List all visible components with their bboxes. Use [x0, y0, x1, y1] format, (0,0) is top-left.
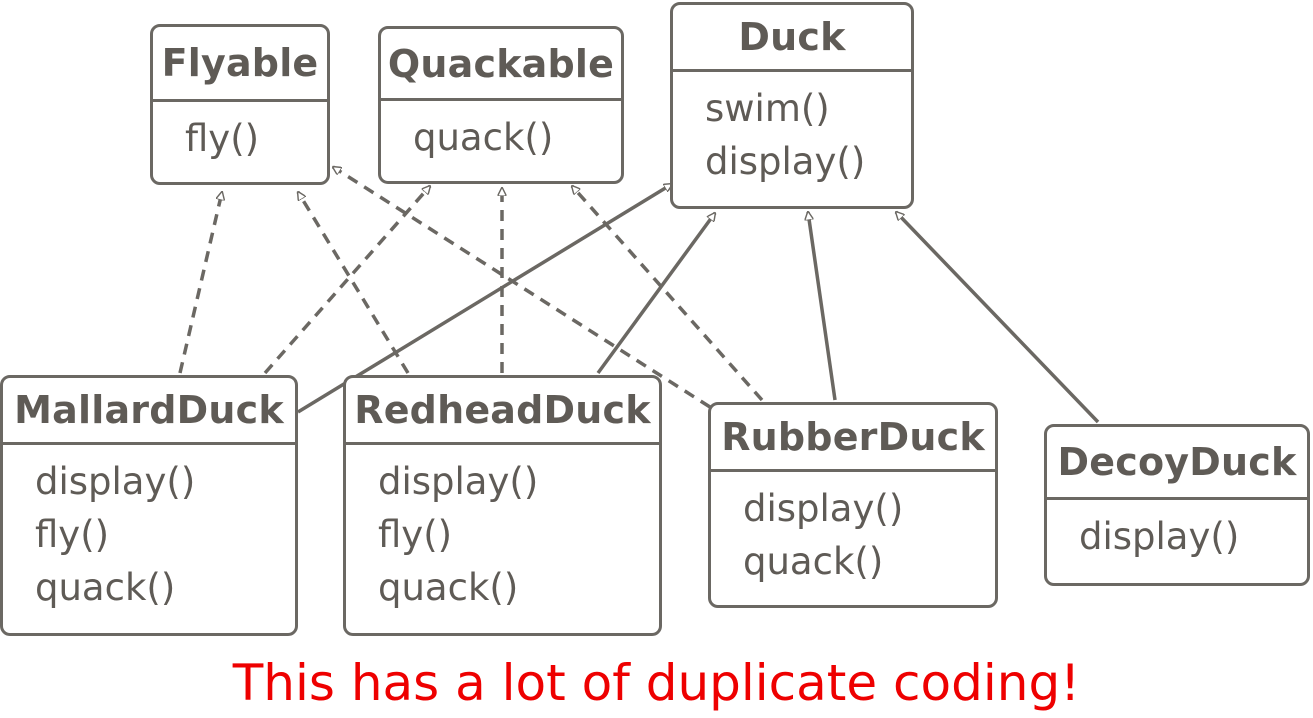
class-name: DecoyDuck [1047, 427, 1307, 500]
method-list: quack() [381, 101, 621, 164]
class-box-flyable: Flyable fly() [150, 24, 330, 185]
class-box-rubber-duck: RubberDuck display() quack() [708, 402, 998, 608]
method: display() [35, 460, 196, 503]
rubber-implements-flyable [333, 165, 711, 409]
decoy-extends-duck [896, 212, 1100, 424]
method-list: display() fly() quack() [3, 445, 295, 614]
method: quack() [743, 540, 884, 583]
class-name: RubberDuck [711, 405, 995, 472]
rubber-implements-quackable [572, 186, 764, 402]
class-name: MallardDuck [3, 378, 295, 445]
method: swim() [705, 87, 830, 130]
method: fly() [35, 513, 110, 556]
class-box-quackable: Quackable quack() [378, 26, 624, 184]
class-name: RedheadDuck [346, 378, 659, 445]
class-name: Quackable [381, 29, 621, 101]
method: fly() [378, 513, 453, 556]
method-list: fly() [153, 102, 327, 165]
method-list: display() fly() quack() [346, 445, 659, 614]
method-list: swim() display() [673, 72, 911, 188]
class-box-decoy-duck: DecoyDuck display() [1044, 424, 1310, 586]
method: display() [705, 140, 866, 183]
method-list: display() [1047, 500, 1307, 563]
class-box-redhead-duck: RedheadDuck display() fly() quack() [343, 375, 662, 636]
class-box-mallard-duck: MallardDuck display() fly() quack() [0, 375, 298, 636]
mallard-extends-duck [297, 182, 672, 414]
method: display() [1079, 515, 1240, 558]
mallard-implements-flyable [178, 192, 222, 374]
redhead-implements-flyable [296, 192, 410, 374]
method: quack() [413, 116, 554, 159]
method: fly() [185, 117, 260, 160]
redhead-extends-duck [596, 213, 715, 375]
class-name: Flyable [153, 27, 327, 102]
method-list: display() quack() [711, 472, 995, 588]
caption: This has a lot of duplicate coding! [232, 654, 1081, 712]
class-name: Duck [673, 5, 911, 72]
rubber-extends-duck [808, 212, 837, 401]
method: display() [743, 487, 904, 530]
class-box-duck: Duck swim() display() [670, 2, 914, 209]
method: quack() [35, 566, 176, 609]
mallard-implements-quackable [263, 186, 430, 375]
method: display() [378, 460, 539, 503]
method: quack() [378, 566, 519, 609]
